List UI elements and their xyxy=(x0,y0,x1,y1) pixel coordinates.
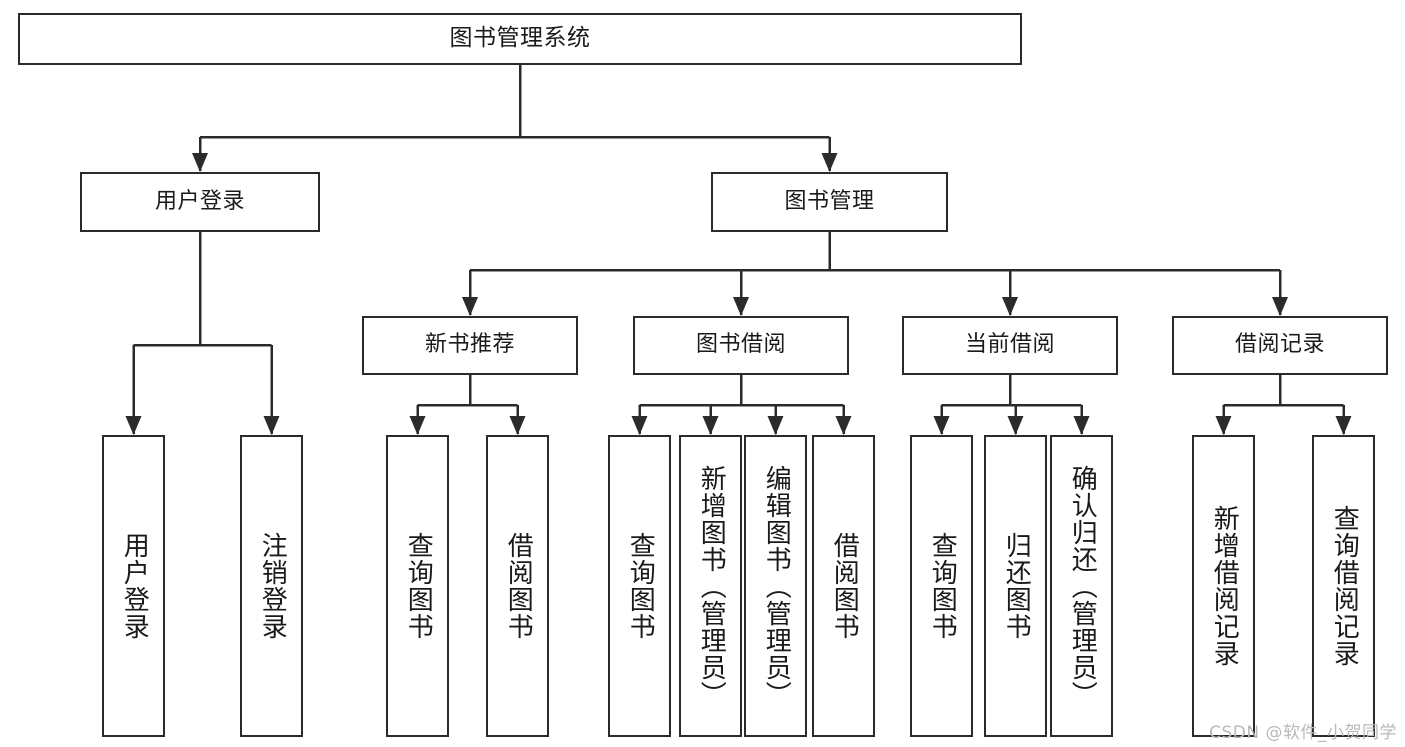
node-leaf-add-borrow-record-label: 新增借阅记录 xyxy=(1209,505,1240,667)
node-leaf-query-book-3-label: 查询图书 xyxy=(927,532,958,640)
node-leaf-borrow-book-2[interactable]: 借阅图书 xyxy=(812,435,875,737)
node-leaf-query-book-3[interactable]: 查询图书 xyxy=(910,435,973,737)
node-new-book-recommend-label: 新书推荐 xyxy=(424,332,515,358)
node-root-label: 图书管理系统 xyxy=(449,25,591,52)
node-root[interactable]: 图书管理系统 xyxy=(18,13,1022,65)
node-leaf-add-book-admin-label: 新增图书（管理员） xyxy=(696,464,727,708)
node-leaf-query-book-1[interactable]: 查询图书 xyxy=(386,435,449,737)
node-leaf-query-book-1-label: 查询图书 xyxy=(403,532,434,640)
node-leaf-edit-book-admin-label: 编辑图书（管理员） xyxy=(761,464,792,708)
node-leaf-borrow-book-2-label: 借阅图书 xyxy=(829,532,860,640)
csdn-watermark: CSDN @软件_小贺同学 xyxy=(1209,723,1397,743)
node-borrow-record[interactable]: 借阅记录 xyxy=(1172,316,1388,375)
node-leaf-edit-book-admin[interactable]: 编辑图书（管理员） xyxy=(744,435,807,737)
node-leaf-logout-login-label: 注销登录 xyxy=(257,532,288,640)
node-user-login-label: 用户登录 xyxy=(154,188,245,214)
node-leaf-return-book-label: 归还图书 xyxy=(1001,532,1032,640)
node-book-borrow-label: 图书借阅 xyxy=(695,332,786,358)
node-leaf-add-borrow-record[interactable]: 新增借阅记录 xyxy=(1192,435,1255,737)
node-leaf-user-login[interactable]: 用户登录 xyxy=(102,435,165,737)
node-leaf-return-book[interactable]: 归还图书 xyxy=(984,435,1047,737)
node-leaf-borrow-book-1[interactable]: 借阅图书 xyxy=(486,435,549,737)
node-current-borrow[interactable]: 当前借阅 xyxy=(902,316,1118,375)
node-user-login[interactable]: 用户登录 xyxy=(80,172,320,232)
node-leaf-query-borrow-record[interactable]: 查询借阅记录 xyxy=(1312,435,1375,737)
node-leaf-add-book-admin[interactable]: 新增图书（管理员） xyxy=(679,435,742,737)
node-leaf-confirm-return-admin[interactable]: 确认归还（管理员） xyxy=(1050,435,1113,737)
node-leaf-confirm-return-admin-label: 确认归还（管理员） xyxy=(1067,464,1098,708)
node-leaf-user-login-label: 用户登录 xyxy=(119,532,150,640)
node-book-manage[interactable]: 图书管理 xyxy=(711,172,948,232)
node-leaf-query-borrow-record-label: 查询借阅记录 xyxy=(1329,505,1360,667)
node-new-book-recommend[interactable]: 新书推荐 xyxy=(362,316,578,375)
node-book-manage-label: 图书管理 xyxy=(784,188,875,214)
node-leaf-logout-login[interactable]: 注销登录 xyxy=(240,435,303,737)
node-current-borrow-label: 当前借阅 xyxy=(964,332,1055,358)
node-borrow-record-label: 借阅记录 xyxy=(1234,332,1325,358)
node-book-borrow[interactable]: 图书借阅 xyxy=(633,316,849,375)
node-leaf-query-book-2-label: 查询图书 xyxy=(625,532,656,640)
node-leaf-query-book-2[interactable]: 查询图书 xyxy=(608,435,671,737)
node-leaf-borrow-book-1-label: 借阅图书 xyxy=(503,532,534,640)
